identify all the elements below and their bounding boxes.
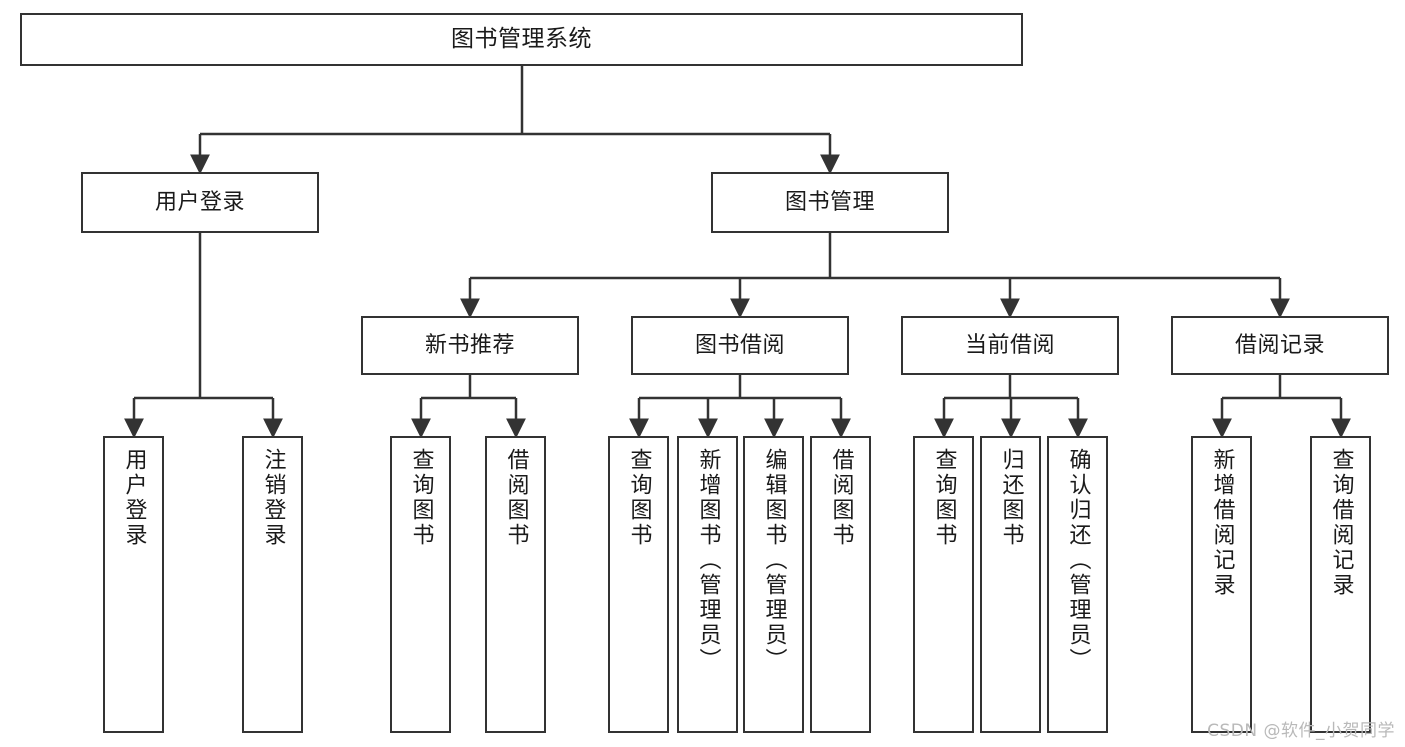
node-leaf-new-2[interactable]: 借阅图书 xyxy=(485,436,546,733)
node-login[interactable]: 用户登录 xyxy=(81,172,319,233)
node-label: 借阅记录 xyxy=(1234,332,1325,358)
node-leaf-borrow-2[interactable]: 新增图书（管理员） xyxy=(677,436,738,733)
node-label: 注销登录 xyxy=(260,448,286,548)
node-leaf-cur-1[interactable]: 查询图书 xyxy=(913,436,974,733)
node-current[interactable]: 当前借阅 xyxy=(901,316,1119,375)
node-label: 查询图书 xyxy=(626,448,652,548)
node-label: 查询图书 xyxy=(408,448,434,548)
node-label: 归还图书 xyxy=(998,448,1024,548)
node-label: 用户登录 xyxy=(154,189,245,215)
node-label: 图书管理系统 xyxy=(451,25,592,52)
node-label: 新书推荐 xyxy=(424,332,515,358)
node-leaf-login-2[interactable]: 注销登录 xyxy=(242,436,303,733)
node-bookmgmt[interactable]: 图书管理 xyxy=(711,172,949,233)
node-leaf-borrow-1[interactable]: 查询图书 xyxy=(608,436,669,733)
node-leaf-borrow-4[interactable]: 借阅图书 xyxy=(810,436,871,733)
node-label: 新增图书（管理员） xyxy=(695,448,721,673)
csdn-watermark: CSDN @软件_小贺同学 xyxy=(1207,721,1395,741)
node-leaf-rec-2[interactable]: 查询借阅记录 xyxy=(1310,436,1371,733)
node-label: 查询借阅记录 xyxy=(1328,448,1354,598)
node-records[interactable]: 借阅记录 xyxy=(1171,316,1389,375)
node-leaf-new-1[interactable]: 查询图书 xyxy=(390,436,451,733)
node-leaf-cur-2[interactable]: 归还图书 xyxy=(980,436,1041,733)
node-label: 图书借阅 xyxy=(694,332,785,358)
node-label: 编辑图书（管理员） xyxy=(761,448,787,673)
node-newbook[interactable]: 新书推荐 xyxy=(361,316,579,375)
node-label: 图书管理 xyxy=(784,189,875,215)
node-label: 借阅图书 xyxy=(503,448,529,548)
node-label: 新增借阅记录 xyxy=(1209,448,1235,598)
node-label: 确认归还（管理员） xyxy=(1065,448,1091,673)
node-label: 借阅图书 xyxy=(828,448,854,548)
node-label: 查询图书 xyxy=(931,448,957,548)
node-label: 当前借阅 xyxy=(964,332,1055,358)
node-leaf-borrow-3[interactable]: 编辑图书（管理员） xyxy=(743,436,804,733)
node-leaf-rec-1[interactable]: 新增借阅记录 xyxy=(1191,436,1252,733)
node-label: 用户登录 xyxy=(121,448,147,548)
node-leaf-cur-3[interactable]: 确认归还（管理员） xyxy=(1047,436,1108,733)
node-borrow[interactable]: 图书借阅 xyxy=(631,316,849,375)
node-root[interactable]: 图书管理系统 xyxy=(20,13,1023,66)
node-leaf-login-1[interactable]: 用户登录 xyxy=(103,436,164,733)
